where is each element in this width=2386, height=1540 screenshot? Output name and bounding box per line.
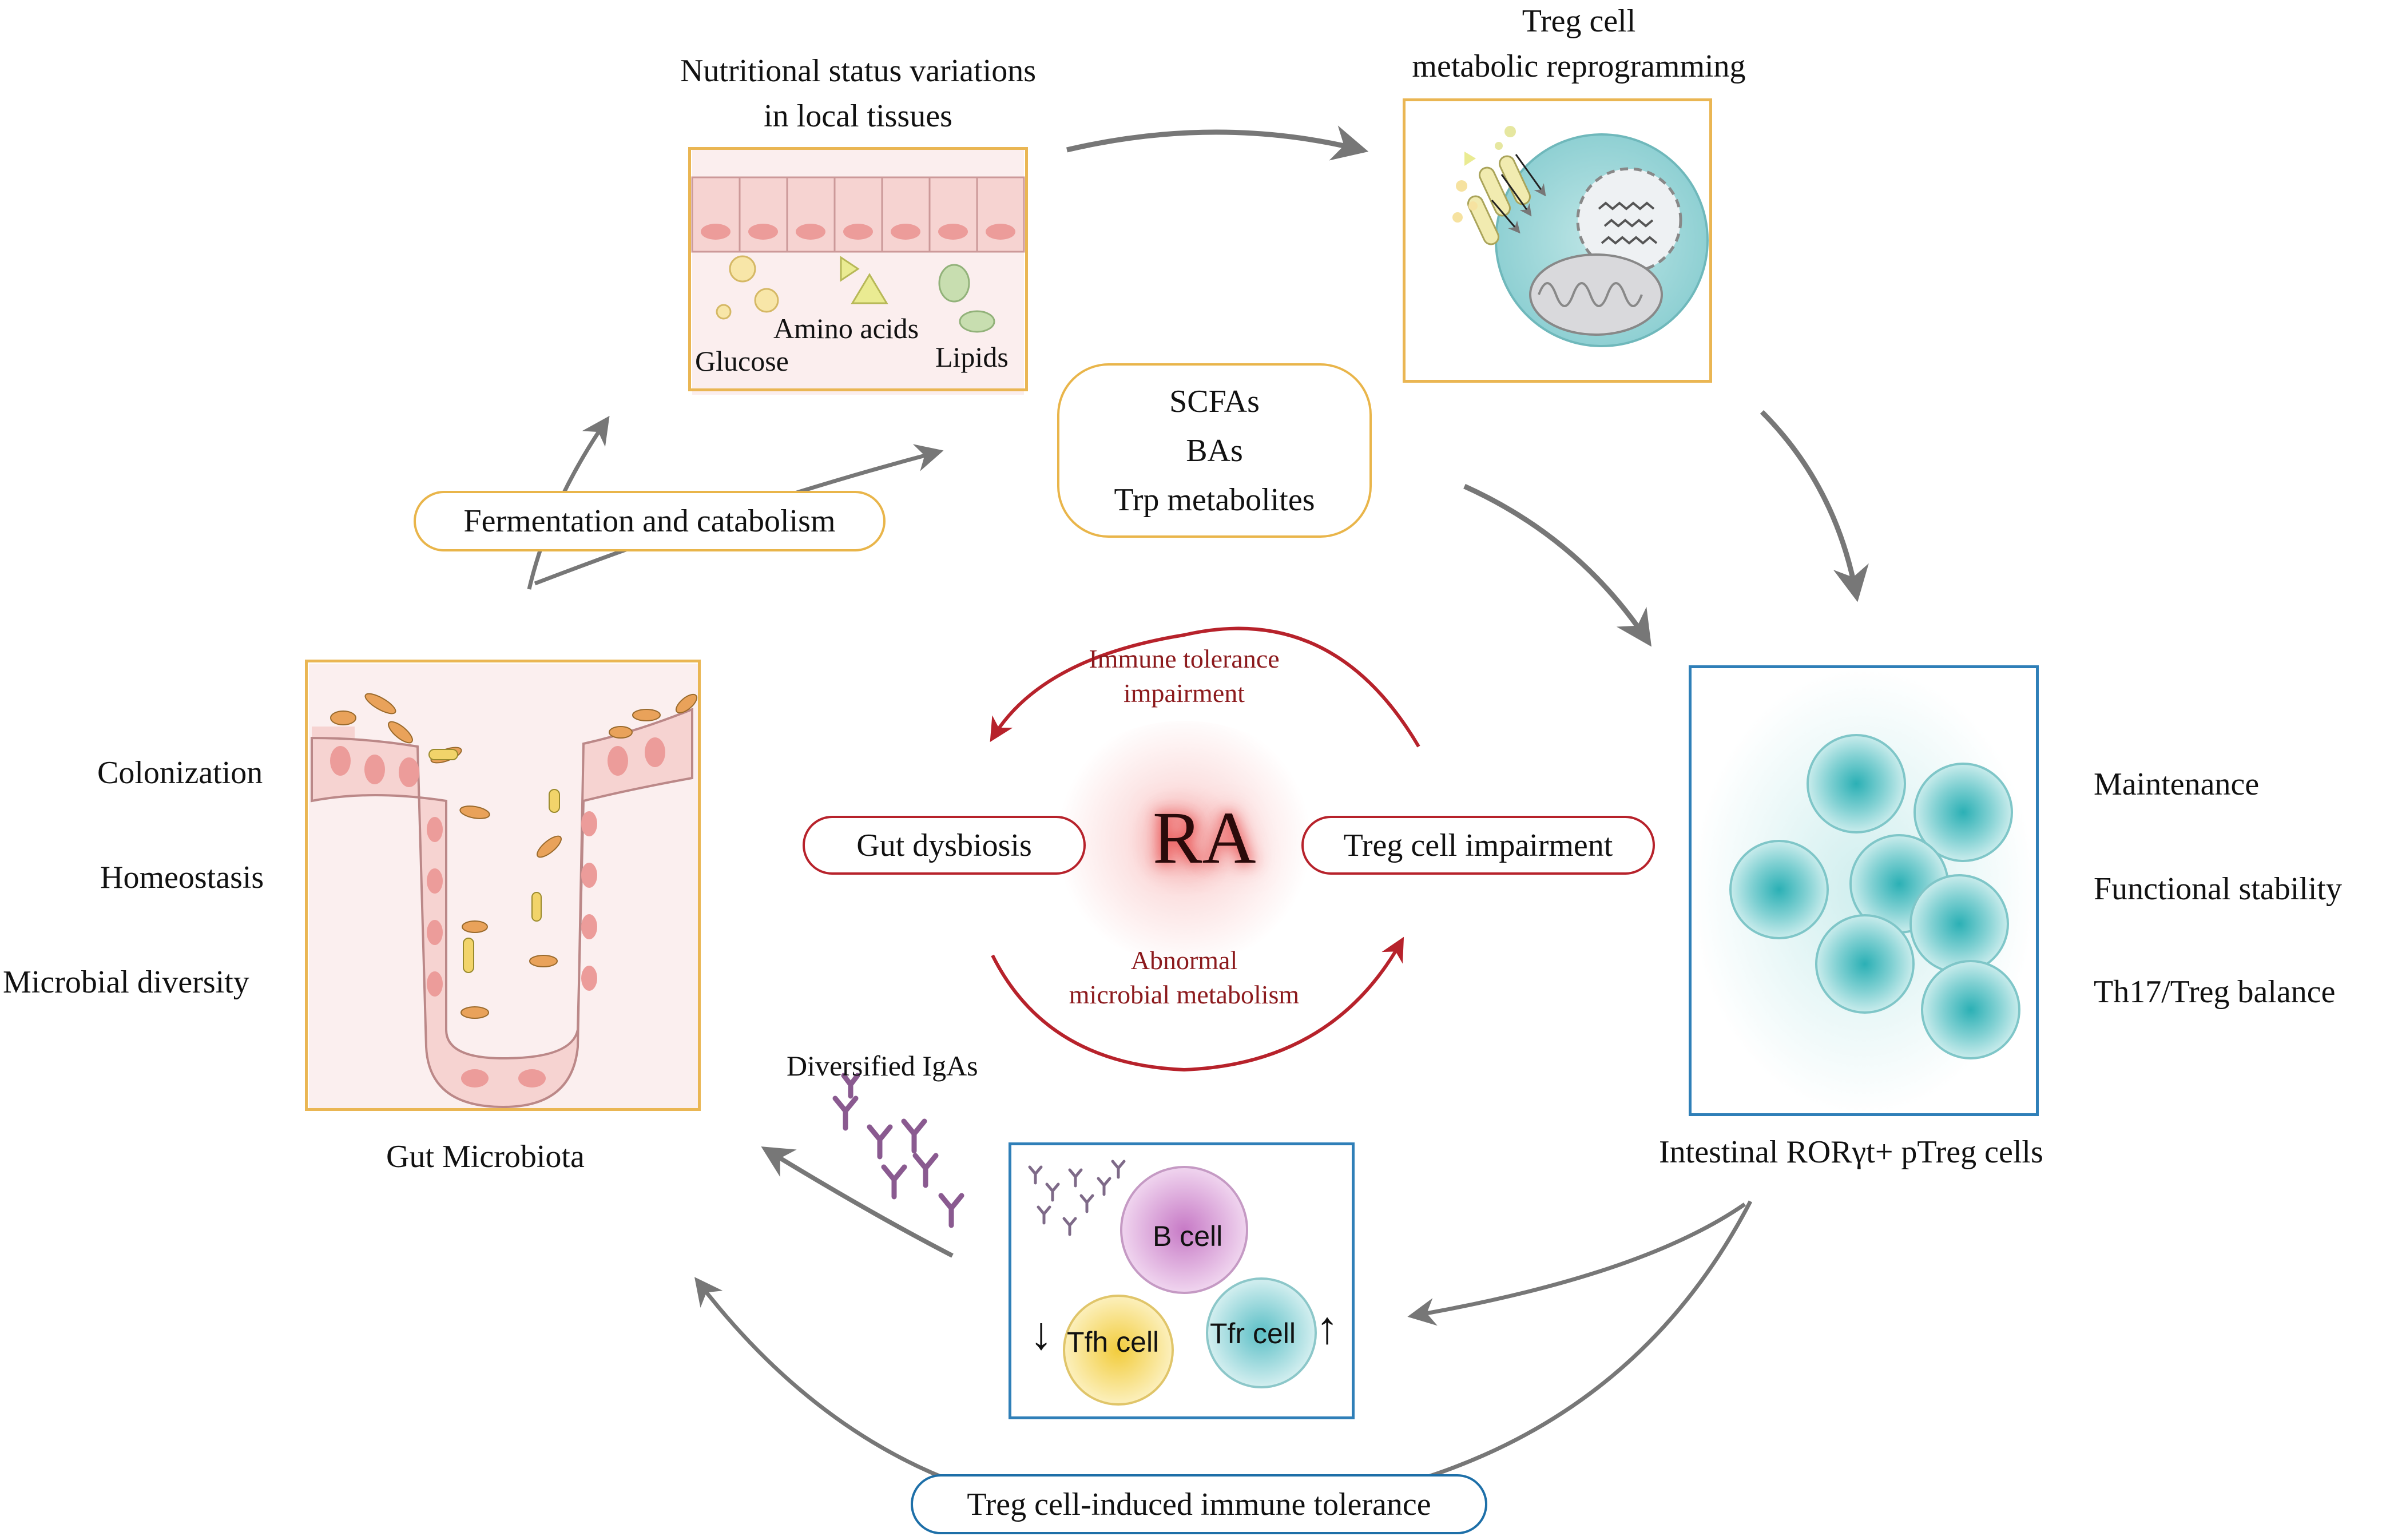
ptreg-cell-cluster (1692, 668, 2035, 1114)
lipids-label: Lipids (935, 341, 1009, 373)
ptreg-role-balance: Th17/Treg balance (2094, 974, 2336, 1010)
fermentation-label: Fermentation and catabolism (463, 503, 836, 539)
ptreg-role-maintenance: Maintenance (2094, 767, 2260, 802)
amino-acids-label: Amino acids (773, 312, 919, 344)
gut-crypt-illustration (309, 664, 698, 1110)
nutrition-title-line1: Nutritional status variations (680, 53, 1037, 89)
ra-glow (1041, 721, 1327, 961)
arrow-treg-to-ptreg (1760, 410, 1869, 602)
b-cell-label: B cell (1153, 1220, 1223, 1252)
nutrition-title: Nutritional status variations in local t… (624, 54, 1093, 133)
treg-metabolic-illustration (1452, 126, 1709, 347)
ra-label: RA (1153, 797, 1256, 879)
top-arc-label: Immune tolerance impairment (1075, 645, 1293, 708)
nutrition-panel (688, 147, 1028, 391)
bottom-arc-label-line1: Abnormal (1130, 946, 1238, 975)
b-cell (1120, 1166, 1248, 1294)
arrow-nutrition-to-treg (1066, 125, 1369, 161)
top-arc-label-line1: Immune tolerance (1089, 644, 1280, 673)
red-arc-top (990, 626, 1420, 748)
treg-metabolic-title-line1: Treg cell (1522, 3, 1636, 39)
treg-impairment-label: Treg cell impairment (1343, 827, 1613, 863)
tfr-cell (1206, 1277, 1317, 1388)
tfr-up-arrow: ↑ (1316, 1303, 1339, 1354)
gut-dysbiosis-node: Gut dysbiosis (803, 816, 1086, 875)
treg-impairment-node: Treg cell impairment (1301, 816, 1655, 875)
arrow-metabolites-to-ptreg (1463, 483, 1651, 647)
tolerance-label: Treg cell-induced immune tolerance (967, 1486, 1431, 1522)
tfh-cell (1063, 1295, 1174, 1406)
glucose-label: Glucose (695, 345, 789, 377)
tfh-cell-label: Tfh cell (1067, 1326, 1160, 1358)
ptreg-role-stability: Functional stability (2094, 871, 2342, 907)
fermentation-node: Fermentation and catabolism (414, 491, 886, 551)
iga-label: Diversified IgAs (787, 1050, 978, 1082)
treg-metabolic-title: Treg cell metabolic reprogramming (1344, 5, 1813, 84)
tfh-down-arrow: ↓ (1030, 1309, 1053, 1359)
gut-dysbiosis-label: Gut dysbiosis (856, 827, 1032, 863)
iga-antibodies (832, 1073, 964, 1228)
germinal-center-cells (1063, 1166, 1317, 1406)
gut-role-colonization: Colonization (97, 755, 263, 791)
ptreg-caption: Intestinal RORγt+ pTreg cells (1659, 1134, 2043, 1170)
germinal-antibodies (1028, 1160, 1126, 1236)
treg-metabolic-title-line2: metabolic reprogramming (1412, 48, 1746, 84)
gut-microbiota-panel (305, 660, 701, 1111)
arrow-iga-to-gut (761, 1146, 954, 1258)
gut-role-diversity: Microbial diversity (3, 965, 249, 1000)
bottom-arc-label-line2: microbial metabolism (1069, 980, 1300, 1010)
bottom-arc-label: Abnormal microbial metabolism (1053, 946, 1316, 1010)
metabolite-trp: Trp metabolites (1114, 482, 1315, 518)
red-arc-bottom (991, 936, 1404, 1072)
ptreg-panel (1689, 665, 2039, 1116)
tfr-cell-label: Tfr cell (1210, 1317, 1296, 1350)
metabolite-scfas: SCFAs (1169, 383, 1260, 419)
nutrition-title-line2: in local tissues (764, 98, 952, 134)
arrow-ptreg-to-germinal (1407, 1202, 1746, 1326)
treg-metabolic-panel (1403, 98, 1712, 383)
metabolites-node: SCFAs BAs Trp metabolites (1057, 363, 1372, 538)
nutrition-illustration (691, 149, 1025, 395)
gut-caption: Gut Microbiota (386, 1139, 585, 1174)
germinal-center-panel (1009, 1142, 1355, 1419)
tolerance-node: Treg cell-induced immune tolerance (911, 1474, 1487, 1534)
top-arc-label-line2: impairment (1123, 678, 1245, 708)
metabolite-bas: BAs (1186, 432, 1243, 469)
gut-role-homeostasis: Homeostasis (100, 860, 264, 895)
